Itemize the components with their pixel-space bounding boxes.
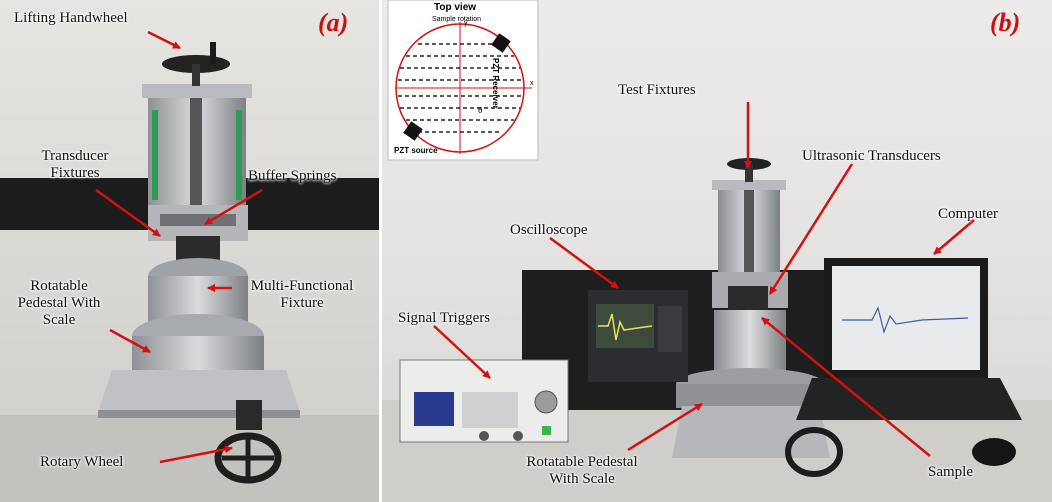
panel-a-illustration (0, 30, 379, 502)
inset-sample-rotation: Sample rotation (432, 16, 482, 23)
label-test-fixtures: Test Fixtures (618, 82, 696, 98)
label-signal-triggers: Signal Triggers (398, 310, 491, 326)
label-rotatable-line2: Pedestal With (17, 295, 101, 311)
pzt-receiver-icon (491, 33, 511, 53)
arrow-signal-triggers (433, 325, 491, 379)
inset-y-label: y (464, 20, 468, 27)
label-multi-functional-line1: Multi-Functional (250, 278, 354, 294)
rotary-wheel-b (785, 427, 843, 477)
label-rotatable-b-line1: Rotatable Pedestal (526, 454, 638, 470)
label-buffer-springs: Buffer Springs (248, 168, 337, 184)
label-ultrasonic-transducers: Ultrasonic Transducers (802, 148, 941, 164)
inset-pzt-receiver: PZT Receiver (491, 58, 500, 109)
arrow-rotatable-pedestal-b (627, 402, 703, 452)
rotary-wheel (214, 432, 282, 484)
label-transducer-fixtures-line1: Transducer (41, 148, 109, 164)
label-rotatable-pedestal-b: Rotatable Pedestal With Scale (502, 454, 662, 488)
panel-a-photo: (a) Lifting Handwheel Transducer Fixture… (0, 0, 379, 502)
label-rotatable-b-line2: With Scale (549, 471, 615, 487)
panel-b-photo: Top view Sample rotation PZT Receiver PZ… (382, 0, 1052, 502)
label-multi-functional-fixture: Multi-Functional Fixture (232, 278, 372, 312)
label-transducer-fixtures: Transducer Fixtures (20, 148, 130, 182)
arrow-rotatable-pedestal-a (109, 328, 151, 354)
inset-angle-label: θ (478, 106, 483, 115)
arrow-lifting-handwheel (147, 30, 181, 50)
inset-x-label: x (530, 80, 534, 87)
panel-b-tag: (b) (990, 8, 1021, 37)
arrow-transducer-fixtures (95, 188, 161, 238)
arrow-buffer-springs (204, 188, 263, 226)
panel-b-illustration (382, 0, 1052, 502)
arrow-oscilloscope (549, 236, 619, 290)
arrow-ultrasonic-transducers (768, 163, 854, 295)
label-multi-functional-line2: Fixture (280, 295, 324, 311)
mouse (972, 438, 1016, 466)
laptop-keyboard (796, 378, 1022, 420)
label-transducer-fixtures-line2: Fixtures (50, 165, 100, 181)
inset-pzt-source: PZT source (394, 146, 438, 155)
arrow-computer (933, 219, 975, 255)
pzt-source-icon (403, 121, 423, 141)
inset-layer-lines (398, 43, 522, 133)
label-rotatable-line1: Rotatable (30, 278, 88, 294)
pedestal-base (98, 370, 300, 412)
label-rotatable-pedestal-a: Rotatable Pedestal With Scale (4, 278, 114, 329)
panel-a-tag: (a) (318, 8, 349, 37)
label-oscilloscope: Oscilloscope (510, 222, 588, 238)
label-rotatable-line3: Scale (42, 312, 76, 328)
label-sample: Sample (928, 464, 973, 480)
rotatable-pedestal (132, 336, 264, 376)
label-lifting-handwheel: Lifting Handwheel (14, 10, 128, 26)
label-computer: Computer (938, 206, 998, 222)
label-rotary-wheel: Rotary Wheel (40, 454, 124, 470)
arrow-sample (761, 317, 931, 457)
inset-title: Top view (434, 2, 477, 13)
arrow-rotary-wheel (159, 445, 233, 464)
